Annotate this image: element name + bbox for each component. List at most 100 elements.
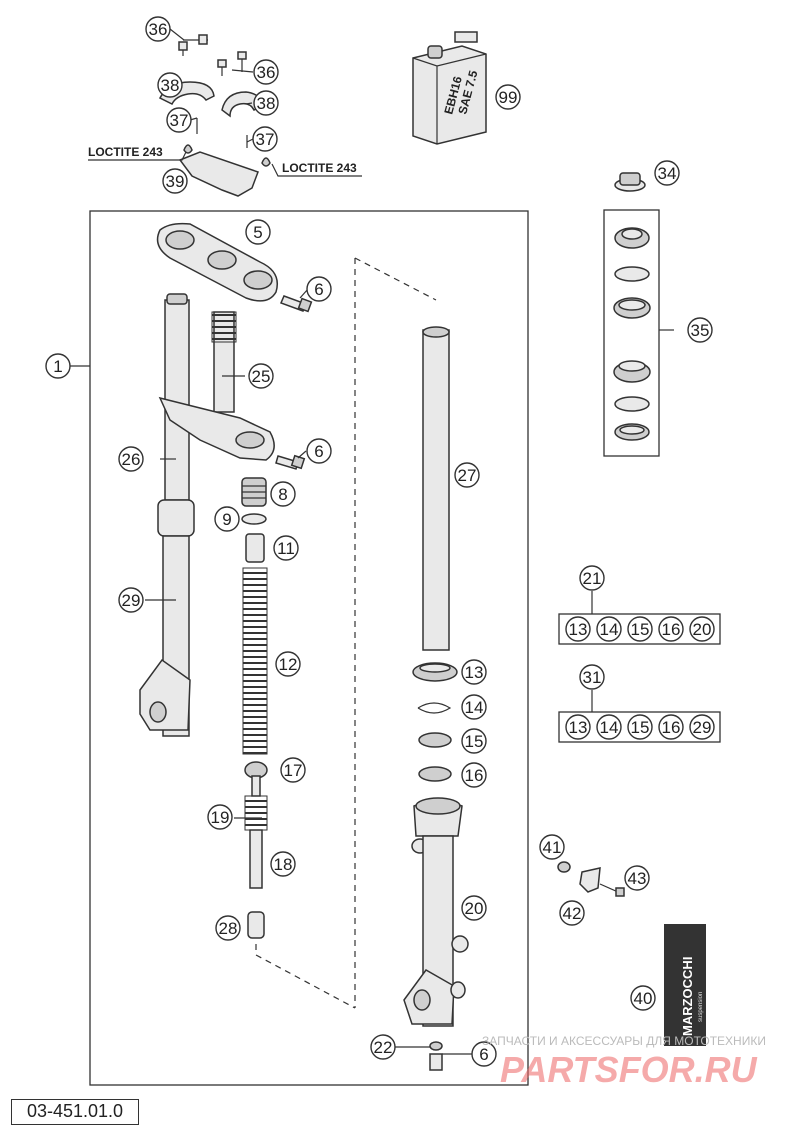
kit21-item-3-number: 16: [662, 620, 681, 639]
fork-tube-26: [164, 293, 190, 501]
rebound-rod-17: [244, 761, 268, 797]
callout-c22: 22: [370, 1034, 396, 1060]
bottom-bolt-6: [429, 1053, 443, 1071]
callout-c43-number: 43: [628, 869, 647, 888]
seal-13: [412, 662, 458, 682]
callout-c38a: 38: [157, 72, 183, 98]
kit31-item-0: 13: [565, 714, 591, 740]
handlebar-bracket-39: [178, 151, 259, 197]
callout-c1: 1: [45, 353, 71, 379]
spring-12: [242, 567, 268, 755]
callout-c17: 17: [280, 757, 306, 783]
washer-22: [429, 1041, 443, 1051]
callout-c22-number: 22: [374, 1038, 393, 1057]
callout-c21-number: 21: [583, 569, 602, 588]
callout-c39-number: 39: [166, 172, 185, 191]
callout-c41: 41: [539, 834, 565, 860]
callout-c13a-number: 13: [465, 663, 484, 682]
watermark-top: ЗАПЧАСТИ И АКСЕССУАРЫ ДЛЯ МОТОТЕХНИКИ: [482, 1034, 766, 1048]
callout-c41-number: 41: [543, 838, 562, 857]
kit31-item-3: 16: [658, 714, 684, 740]
kit21-item-2: 15: [627, 616, 653, 642]
kit21-item-1-number: 14: [600, 620, 619, 639]
reference-code: 03-451.01.0: [11, 1099, 139, 1125]
damper-rod-18: [249, 829, 263, 889]
callout-c25-number: 25: [252, 367, 271, 386]
nut-41: [557, 861, 571, 873]
callout-c15a: 15: [461, 728, 487, 754]
callout-c38a-number: 38: [161, 76, 180, 95]
bearing-kit-frame: [603, 209, 660, 457]
upper-triple-clamp-5: [156, 222, 278, 302]
callout-c99: 99: [495, 84, 521, 110]
callout-c26: 26: [118, 446, 144, 472]
kit31-item-1-number: 14: [600, 718, 619, 737]
damper-spring-19: [244, 795, 268, 831]
callout-c15a-number: 15: [465, 732, 484, 751]
callout-c19-number: 19: [211, 808, 230, 827]
loctite-drop-left: [183, 144, 193, 154]
callout-c37b: 37: [252, 126, 278, 152]
kit21-item-0: 13: [565, 616, 591, 642]
lower-triple-clamp: [158, 396, 275, 461]
marzocchi-box-40: MARZOCCHI suspension: [664, 924, 706, 1046]
callout-c19: 19: [207, 804, 233, 830]
callout-c38b: 38: [253, 90, 279, 116]
kit21-item-4: 20: [689, 616, 715, 642]
clamp-38-right: [221, 91, 263, 118]
callout-c37a-number: 37: [170, 111, 189, 130]
callout-c9: 9: [214, 506, 240, 532]
callout-c36a: 36: [145, 16, 171, 42]
callout-c99-number: 99: [499, 88, 518, 107]
buffer-28: [247, 911, 265, 939]
kit-31-box: [558, 711, 721, 743]
bracket-42: [579, 867, 601, 893]
callout-c5-number: 5: [253, 223, 262, 242]
callout-c35: 35: [687, 317, 713, 343]
callout-c40: 40: [630, 985, 656, 1011]
callout-c43: 43: [624, 865, 650, 891]
callout-c20: 20: [461, 895, 487, 921]
steering-stem-25: [211, 311, 237, 413]
loctite-label-left: LOCTITE 243: [88, 145, 163, 159]
steering-bearings-35: [613, 227, 651, 441]
callout-c27-number: 27: [458, 466, 477, 485]
bolt-36-right: [217, 51, 247, 76]
callout-c39: 39: [162, 168, 188, 194]
callout-c16a: 16: [461, 762, 487, 788]
bolt-36-left: [178, 34, 208, 56]
callout-c42: 42: [559, 900, 585, 926]
kit21-item-0-number: 13: [569, 620, 588, 639]
fork-cap-34: [614, 172, 646, 192]
oil-can-99: EBH16 SAE 7.5: [412, 31, 487, 145]
kit-21-box: [558, 613, 721, 645]
callout-c37b-number: 37: [256, 130, 275, 149]
loctite-drop-right: [261, 157, 271, 167]
callout-c18-number: 18: [274, 855, 293, 874]
callout-c17-number: 17: [284, 761, 303, 780]
callout-c36b-number: 36: [257, 63, 276, 82]
kit21-item-1: 14: [596, 616, 622, 642]
brand-box-sub: suspension: [698, 992, 704, 1022]
kit31-item-3-number: 16: [662, 718, 681, 737]
callout-c11: 11: [273, 535, 299, 561]
loctite-label-right: LOCTITE 243: [282, 161, 357, 175]
callout-c31: 31: [579, 664, 605, 690]
callout-c26-number: 26: [122, 450, 141, 469]
callout-c6c: 6: [471, 1041, 497, 1067]
kit31-item-4: 29: [689, 714, 715, 740]
callout-c27: 27: [454, 462, 480, 488]
callout-c35-number: 35: [691, 321, 710, 340]
callout-c6c-number: 6: [479, 1045, 488, 1064]
callout-c6a-number: 6: [314, 280, 323, 299]
watermark-logo: PARTSFOR.RU: [500, 1049, 758, 1090]
callout-c34: 34: [654, 160, 680, 186]
kit31-item-2: 15: [627, 714, 653, 740]
callout-c6a: 6: [306, 276, 332, 302]
clamp-bolt-6-lower: [275, 454, 306, 470]
callout-c8: 8: [270, 481, 296, 507]
callout-c8-number: 8: [278, 485, 287, 504]
callout-c29: 29: [118, 587, 144, 613]
callout-c1-number: 1: [53, 357, 62, 376]
kit21-item-4-number: 20: [693, 620, 712, 639]
